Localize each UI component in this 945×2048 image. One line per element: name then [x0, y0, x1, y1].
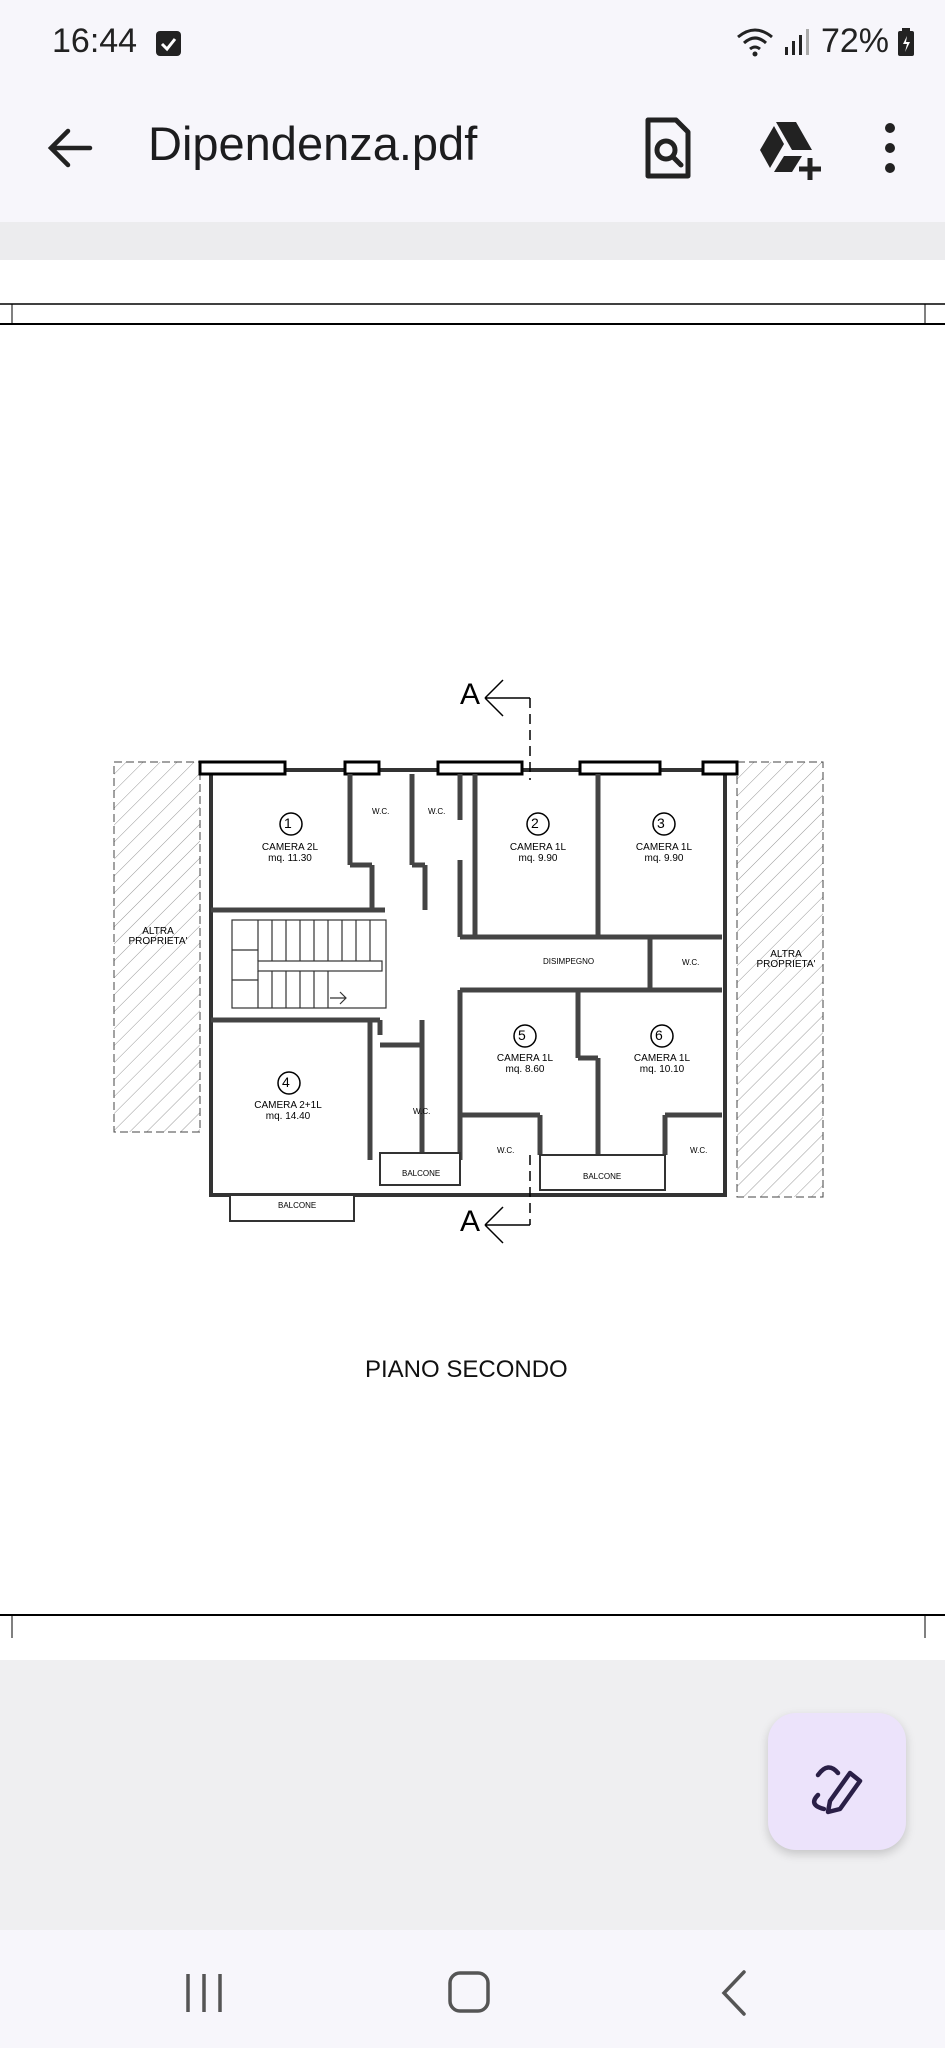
floor-plan-drawing: [0, 303, 945, 1638]
recents-icon[interactable]: [164, 1958, 244, 2028]
room-number: 4: [282, 1074, 290, 1090]
document-title: Dipendenza.pdf: [148, 117, 478, 170]
section-mark-top: A: [460, 678, 481, 711]
app-bar: Dipendenza.pdf: [0, 92, 945, 222]
drive-add-icon[interactable]: [752, 114, 828, 182]
wifi-icon: [736, 28, 773, 56]
edit-pen-icon: [811, 1765, 863, 1815]
balcone-label: BALCONE: [583, 1172, 622, 1181]
wc-label: W.C.: [682, 958, 700, 967]
room-number: 6: [655, 1027, 663, 1043]
status-time: 16:44: [52, 22, 138, 60]
battery-icon: [898, 27, 914, 56]
signal-icon: [784, 28, 809, 55]
system-nav-bar: [0, 1930, 945, 2048]
room-number: 5: [518, 1027, 526, 1043]
section-mark-bottom: A: [460, 1205, 481, 1238]
room-number: 1: [284, 815, 292, 831]
balcone-label: BALCONE: [402, 1169, 441, 1178]
floor-title: PIANO SECONDO: [365, 1356, 568, 1383]
wc-label: W.C.: [428, 807, 446, 816]
room-number: 3: [657, 815, 665, 831]
wc-label: W.C.: [497, 1146, 515, 1155]
room-number: 2: [531, 815, 539, 831]
battery-percent: 72%: [820, 22, 889, 60]
neighbor-label-right: ALTRA PROPRIETA': [756, 949, 816, 970]
pdf-page[interactable]: A A ALTRA PROPRIETA' ALTRA PROPRIETA' 1 …: [0, 260, 945, 1660]
back-arrow-icon[interactable]: [40, 118, 100, 178]
home-icon[interactable]: [428, 1958, 508, 2028]
disimpegno-label: DISIMPEGNO: [543, 957, 595, 966]
status-bar: 16:44 72%: [0, 0, 945, 92]
neighbor-label-left: ALTRA PROPRIETA': [128, 926, 188, 947]
balcone-label: BALCONE: [278, 1201, 317, 1210]
checkbox-notification-icon: [156, 31, 181, 56]
back-icon[interactable]: [694, 1958, 774, 2028]
more-vert-icon[interactable]: [870, 114, 910, 182]
edit-pen-button[interactable]: [768, 1713, 906, 1850]
toolbar-shadow: [0, 222, 945, 260]
wc-label: W.C.: [413, 1107, 431, 1116]
wc-label: W.C.: [690, 1146, 708, 1155]
search-document-icon[interactable]: [636, 114, 700, 182]
wc-label: W.C.: [372, 807, 390, 816]
